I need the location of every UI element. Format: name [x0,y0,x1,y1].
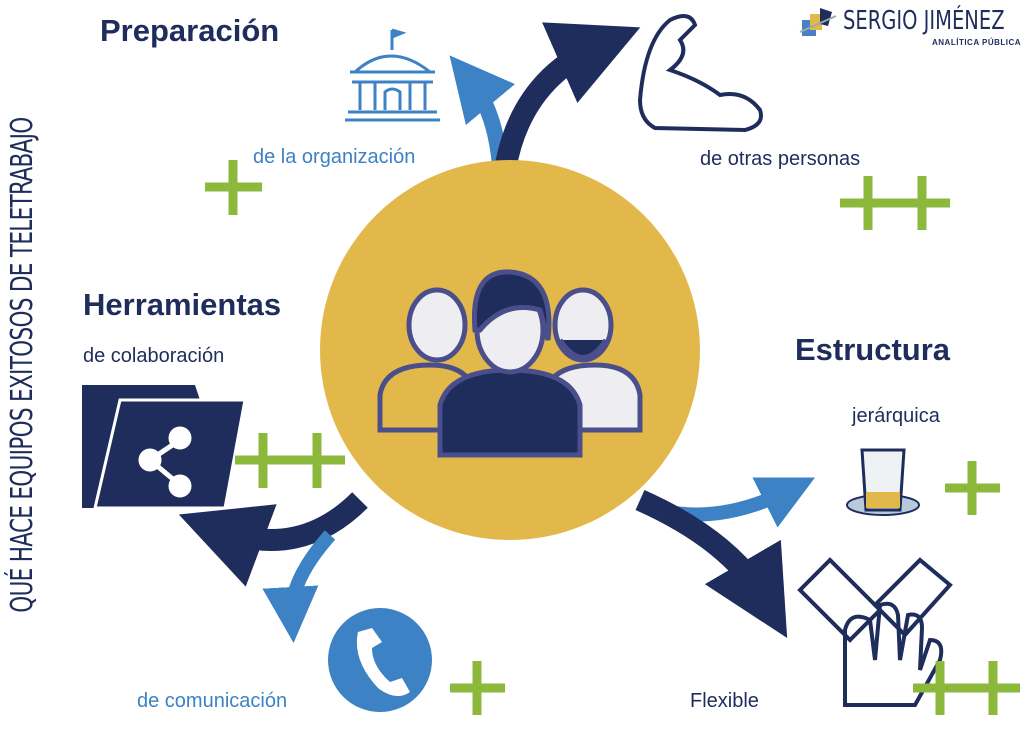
plus-plus-personas [840,176,950,230]
logo [798,6,838,47]
glass-icon [846,448,920,516]
arrow-to-organizacion [449,55,516,166]
team-people-icon [377,269,643,458]
label-de-otras-personas: de otras personas [700,148,861,170]
plus-plus-flexible [913,661,1020,715]
arrow-to-flexible [635,489,788,638]
government-building-icon [345,28,440,122]
plus-jerarquica [945,461,1000,515]
arrow-to-colaboracion [178,492,368,587]
logo-tagline: ANALÍTICA PÚBLICA [932,38,1022,47]
heading-estructura: Estructura [795,332,951,367]
shared-folder-icon [82,385,247,510]
logo-mark-icon [799,8,837,36]
flexed-arm-icon [637,14,763,133]
logo-name: SERGIO JIMÉNEZ [843,6,1005,36]
heading-preparacion: Preparación [100,13,280,48]
plus-plus-colaboracion [235,433,345,488]
phone-icon [328,608,432,712]
plus-organizacion [205,160,262,215]
arrow-to-comunicacion [262,530,336,643]
label-flexible: Flexible [690,690,759,712]
label-de-la-organizacion: de la organización [253,146,416,168]
label-de-colaboracion: de colaboración [83,345,225,367]
plus-comunicacion [450,661,505,715]
label-de-comunicacion: de comunicación [137,690,288,712]
stacked-hands-icon [797,557,953,707]
label-jerarquica: jerárquica [852,405,940,427]
heading-herramientas: Herramientas [83,287,282,322]
arrow-to-personas [494,22,641,172]
